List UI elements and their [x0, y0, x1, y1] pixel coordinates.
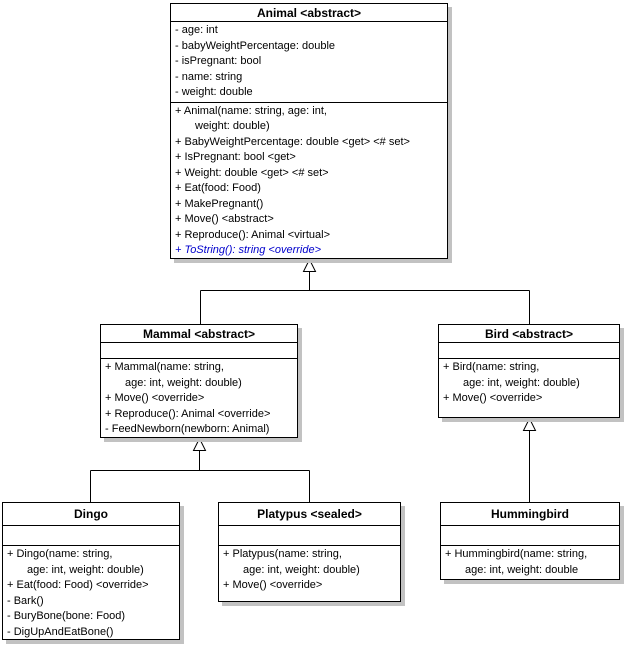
class-title-mammal: Mammal <abstract>: [101, 325, 297, 343]
class-methods-mammal: + Mammal(name: string, age: int, weight:…: [101, 359, 297, 439]
class-title-animal: Animal <abstract>: [171, 4, 447, 22]
class-methods-animal: + Animal(name: string, age: int, weight:…: [171, 103, 447, 260]
inheritance-edge-mammal-bird-to-animal[interactable]: [200, 258, 530, 325]
method-line: + Dingo(name: string,: [7, 548, 113, 560]
class-box-dingo[interactable]: Dingo + Dingo(name: string, age: int, we…: [2, 502, 180, 640]
class-title-hummingbird: Hummingbird: [441, 503, 619, 526]
method-line: + Move() <override>: [443, 392, 543, 404]
method-line: + Hummingbird(name: string,: [445, 548, 588, 560]
class-methods-hummingbird: + Hummingbird(name: string, age: int, we…: [441, 546, 619, 579]
method-line: - BuryBone(bone: Food): [7, 610, 126, 622]
method-line: + Eat(food: Food): [175, 182, 261, 194]
class-box-hummingbird[interactable]: Hummingbird + Hummingbird(name: string, …: [440, 502, 620, 580]
method-line: - FeedNewborn(newborn: Animal): [105, 423, 270, 435]
method-line: + Platypus(name: string,: [223, 548, 342, 560]
method-line: + Eat(food: Food) <override>: [7, 579, 149, 591]
method-line: + Move() <override>: [105, 392, 205, 404]
class-box-mammal[interactable]: Mammal <abstract> + Mammal(name: string,…: [100, 324, 298, 438]
inheritance-arrowhead-animal: [302, 258, 317, 272]
class-attributes-hummingbird: [441, 526, 619, 546]
class-attributes-platypus: [219, 526, 400, 546]
class-box-animal[interactable]: Animal <abstract> - age: int - babyWeigh…: [170, 3, 448, 259]
method-line: + Animal(name: string, age: int,: [175, 104, 327, 117]
inheritance-arrowhead-mammal: [192, 437, 207, 451]
method-line: + Weight: double <get> <# set>: [175, 166, 329, 179]
method-line-continuation: age: int, weight: double): [27, 563, 144, 576]
class-attributes-dingo: [3, 526, 179, 546]
method-line-continuation: weight: double): [195, 120, 270, 132]
attribute-line: - weight: double: [175, 86, 253, 98]
class-attributes-animal: - age: int - babyWeightPercentage: doubl…: [171, 22, 447, 103]
method-line: + IsPregnant: bool <get>: [175, 151, 296, 163]
attribute-line: - isPregnant: bool: [175, 55, 262, 67]
attribute-line: - babyWeightPercentage: double: [175, 39, 336, 52]
method-line: + Mammal(name: string,: [105, 361, 224, 373]
class-attributes-mammal: [101, 343, 297, 359]
method-line: + Reproduce(): Animal <override>: [105, 407, 271, 420]
method-line: + Reproduce(): Animal <virtual>: [175, 228, 330, 241]
method-line: + MakePregnant(): [175, 197, 264, 210]
method-line-continuation: age: int, weight: double: [465, 563, 579, 576]
method-line-continuation: age: int, weight: double): [243, 563, 360, 576]
method-line-continuation: age: int, weight: double): [463, 376, 580, 389]
class-methods-platypus: + Platypus(name: string, age: int, weigh…: [219, 546, 400, 601]
method-line-override: + ToString(): string <override>: [175, 244, 322, 256]
class-attributes-bird: [439, 343, 619, 359]
attribute-line: - age: int: [175, 24, 218, 36]
class-title-platypus: Platypus <sealed>: [219, 503, 400, 526]
method-line-continuation: age: int, weight: double): [125, 376, 242, 389]
method-line: + Bird(name: string,: [443, 361, 540, 373]
method-line: - Bark(): [7, 594, 44, 607]
method-line: + Move() <abstract>: [175, 213, 274, 225]
inheritance-arrowhead-bird: [522, 417, 537, 431]
class-methods-dingo: + Dingo(name: string, age: int, weight: …: [3, 546, 179, 641]
method-line: - DigUpAndEatBone(): [7, 625, 114, 638]
inheritance-edge-hummingbird-to-bird[interactable]: [522, 417, 537, 503]
method-line: + BabyWeightPercentage: double <get> <# …: [175, 135, 410, 148]
class-box-bird[interactable]: Bird <abstract> + Bird(name: string, age…: [438, 324, 620, 418]
class-box-platypus[interactable]: Platypus <sealed> + Platypus(name: strin…: [218, 502, 401, 602]
class-methods-bird: + Bird(name: string, age: int, weight: d…: [439, 359, 619, 417]
inheritance-edge-dingo-platypus-to-mammal[interactable]: [90, 437, 310, 503]
attribute-line: - name: string: [175, 70, 243, 83]
class-title-bird: Bird <abstract>: [439, 325, 619, 343]
method-line: + Move() <override>: [223, 579, 323, 591]
class-title-dingo: Dingo: [3, 503, 179, 526]
